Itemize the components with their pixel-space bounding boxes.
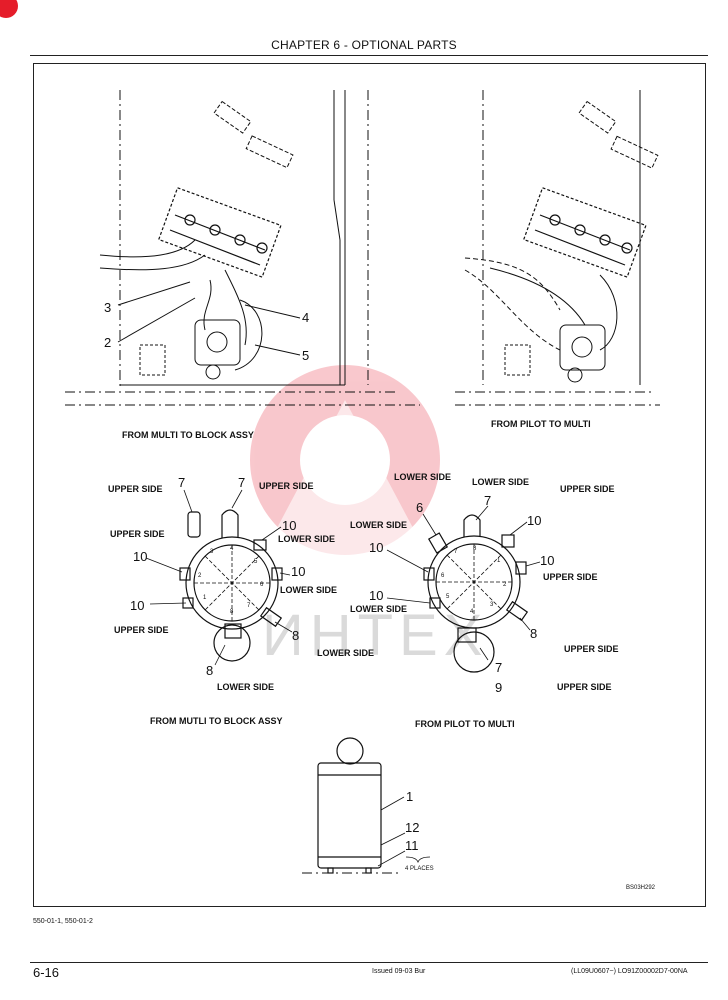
right-port-3: 3 bbox=[490, 602, 494, 608]
right-callout-10b: 10 bbox=[369, 540, 383, 555]
left-callout-7b: 7 bbox=[238, 475, 245, 490]
left-label-lower-side-3: LOWER SIDE bbox=[317, 648, 374, 658]
issued-info: Issued 09-03 Bur bbox=[372, 968, 426, 975]
callout-3: 3 bbox=[104, 300, 111, 315]
left-port-2: 2 bbox=[198, 573, 202, 579]
caption-top-left: FROM MULTI TO BLOCK ASSY bbox=[122, 430, 254, 440]
caption-mid-left: FROM MUTLI TO BLOCK ASSY bbox=[150, 716, 283, 726]
callout-4: 4 bbox=[302, 310, 309, 325]
left-callout-8b: 8 bbox=[206, 663, 213, 678]
left-port-3: 3 bbox=[210, 549, 214, 555]
page-number: 6-16 bbox=[33, 965, 60, 980]
right-port-7: 7 bbox=[454, 549, 458, 555]
drawing-code: BS03H292 bbox=[626, 885, 656, 891]
bottom-callout-11: 11 bbox=[405, 838, 419, 853]
left-callout-10a: 10 bbox=[282, 518, 296, 533]
right-valve-leaders bbox=[386, 505, 541, 661]
left-port-1: 1 bbox=[203, 595, 207, 601]
left-label-lower-side-2: LOWER SIDE bbox=[280, 585, 337, 595]
right-port-1: 1 bbox=[497, 558, 501, 564]
right-label-upper-side-2: UPPER SIDE bbox=[543, 572, 598, 582]
left-label-upper-side-4: UPPER SIDE bbox=[114, 625, 169, 635]
right-callout-9: 9 bbox=[495, 680, 502, 695]
right-label-lower-side-1: LOWER SIDE bbox=[394, 472, 451, 482]
callout-2: 2 bbox=[104, 335, 111, 350]
right-label-upper-side-4: UPPER SIDE bbox=[557, 682, 612, 692]
left-callout-10c: 10 bbox=[291, 564, 305, 579]
left-port-6: 6 bbox=[260, 582, 264, 588]
callout-5: 5 bbox=[302, 348, 309, 363]
left-label-upper-side-1: UPPER SIDE bbox=[108, 484, 163, 494]
right-label-upper-side-3: UPPER SIDE bbox=[564, 644, 619, 654]
left-port-8: 8 bbox=[230, 609, 234, 615]
footer-rule bbox=[30, 962, 708, 963]
right-label-upper-side-1: UPPER SIDE bbox=[560, 484, 615, 494]
left-label-lower-side-4: LOWER SIDE bbox=[217, 682, 274, 692]
bottom-callout-12: 12 bbox=[405, 820, 419, 835]
left-valve-drawing bbox=[179, 509, 283, 662]
left-valve-leaders bbox=[145, 489, 293, 666]
right-callout-10d: 10 bbox=[369, 588, 383, 603]
left-callout-10b: 10 bbox=[133, 549, 147, 564]
right-callout-7b: 7 bbox=[495, 660, 502, 675]
right-label-lower-side-3: LOWER SIDE bbox=[350, 520, 407, 530]
right-valve-drawing bbox=[423, 514, 529, 673]
document-code: (LL09U0607~) LO91Z00002D7-00NA bbox=[571, 968, 688, 975]
right-port-2: 2 bbox=[503, 582, 507, 588]
right-callout-6: 6 bbox=[416, 500, 423, 515]
watermark-logo bbox=[250, 365, 440, 560]
right-callout-7a: 7 bbox=[484, 493, 491, 508]
right-callout-10c: 10 bbox=[540, 553, 554, 568]
header-rule bbox=[30, 55, 708, 56]
bottom-callout-1: 1 bbox=[406, 789, 413, 804]
left-port-7: 7 bbox=[247, 603, 251, 609]
left-label-lower-side-1: LOWER SIDE bbox=[278, 534, 335, 544]
right-callout-10a: 10 bbox=[527, 513, 541, 528]
right-port-6: 6 bbox=[441, 573, 445, 579]
caption-mid-right: FROM PILOT TO MULTI bbox=[415, 719, 515, 729]
left-label-upper-side-3: UPPER SIDE bbox=[110, 529, 165, 539]
right-port-5: 5 bbox=[446, 594, 450, 600]
right-label-lower-side-2: LOWER SIDE bbox=[472, 477, 529, 487]
page-header-title: CHAPTER 6 - OPTIONAL PARTS bbox=[271, 38, 457, 52]
watermark-text: ИНТЕХ bbox=[262, 603, 488, 668]
top-left-view bbox=[65, 90, 420, 406]
top-right-view bbox=[455, 90, 660, 406]
right-callout-8: 8 bbox=[530, 626, 537, 641]
left-label-upper-side-2: UPPER SIDE bbox=[259, 481, 314, 491]
right-label-lower-side-4: LOWER SIDE bbox=[350, 604, 407, 614]
left-callout-8a: 8 bbox=[292, 628, 299, 643]
reference-codes: 550-01-1, 550-01-2 bbox=[33, 918, 93, 925]
left-callout-7a: 7 bbox=[178, 475, 185, 490]
right-port-4: 4 bbox=[470, 609, 474, 615]
left-callout-10d: 10 bbox=[130, 598, 144, 613]
left-port-5: 5 bbox=[254, 559, 258, 565]
bottom-block-drawing bbox=[302, 737, 431, 874]
bottom-note-places: 4 PLACES bbox=[405, 866, 434, 872]
caption-top-right: FROM PILOT TO MULTI bbox=[491, 419, 591, 429]
left-port-4: 4 bbox=[230, 546, 234, 552]
figure-frame bbox=[33, 63, 706, 907]
right-port-8: 8 bbox=[473, 546, 477, 552]
corner-mark bbox=[0, 0, 18, 18]
